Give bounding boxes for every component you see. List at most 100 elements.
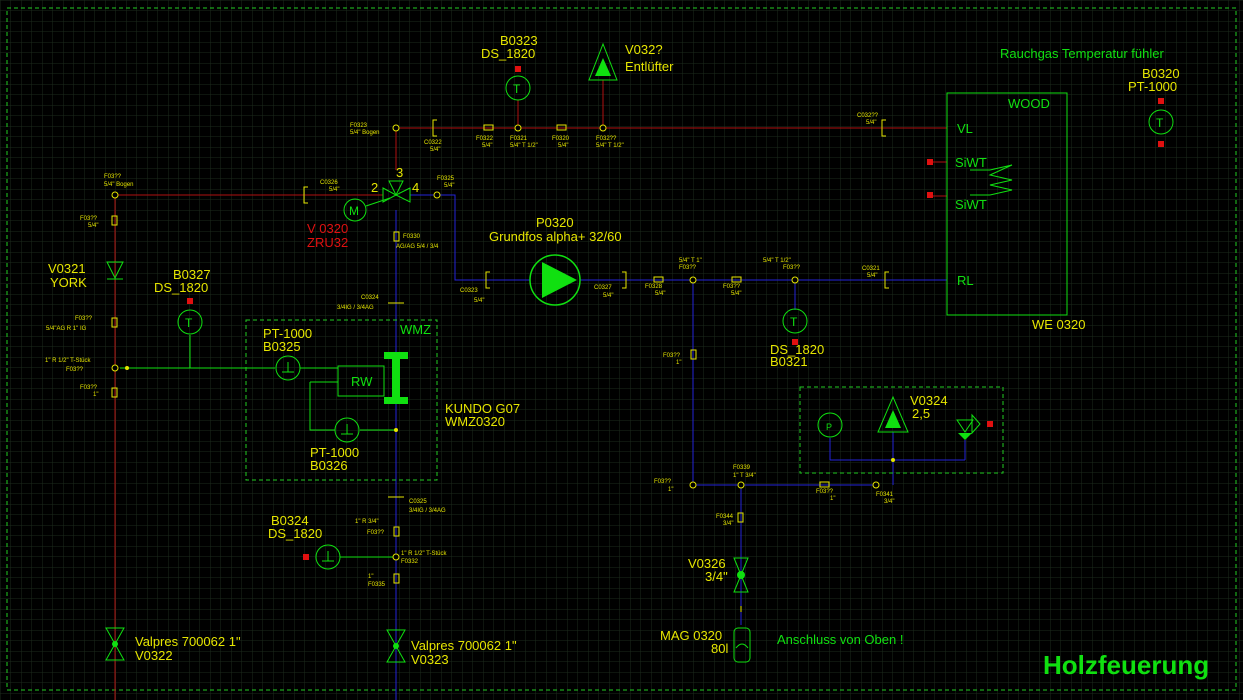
svg-text:C0324: C0324 — [361, 295, 379, 301]
svg-text:F03??: F03?? — [80, 216, 98, 222]
svg-text:F03??: F03?? — [783, 265, 801, 271]
vent-v032q[interactable]: V032? Entlüfter — [588, 42, 674, 81]
valpres-valve-v0323[interactable]: Valpres 700062 1" V0323 — [386, 629, 517, 667]
svg-text:3/4IG / 3/4AG: 3/4IG / 3/4AG — [409, 508, 446, 514]
svg-text:F03??: F03?? — [367, 530, 385, 536]
svg-text:F0341: F0341 — [876, 492, 894, 498]
check-valve-v0321[interactable]: V0321 YORK — [48, 261, 124, 290]
sensor-code: B0320 — [1142, 66, 1180, 81]
pump-type: Grundfos alpha+ 32/60 — [489, 229, 622, 244]
svg-text:5/4": 5/4" — [867, 273, 877, 279]
safety-gauge: P — [826, 422, 832, 432]
svg-text:C032??: C032?? — [857, 113, 879, 119]
svg-text:C0321: C0321 — [862, 266, 880, 272]
sensor-type: DS_1820 — [481, 46, 535, 61]
heat-meter-rw: RW — [351, 374, 373, 389]
svg-text:5/4": 5/4" — [482, 143, 492, 149]
drain-valve-v0326[interactable]: V0326 3/4" — [688, 556, 749, 593]
sensor-b0326[interactable]: PT-1000 B0326 — [310, 417, 360, 473]
drain-valve-size: 3/4" — [705, 569, 728, 584]
vent-code: V032? — [625, 42, 663, 57]
svg-text:F03??: F03?? — [663, 353, 681, 359]
sensor-b0320[interactable]: T B0320 PT-1000 — [1128, 66, 1180, 147]
svg-text:F032??: F032?? — [596, 136, 617, 142]
sensor-code: B0323 — [500, 33, 538, 48]
svg-text:5/4": 5/4" — [329, 187, 339, 193]
svg-text:F03??: F03?? — [654, 479, 672, 485]
svg-text:1" T 3/4": 1" T 3/4" — [733, 473, 756, 479]
junction-dot — [394, 428, 398, 432]
drain-valve-code: V0326 — [688, 556, 726, 571]
svg-text:1": 1" — [676, 360, 681, 366]
safety-code: V0324 — [910, 393, 948, 408]
sensor-b0325[interactable]: PT-1000 B0325 — [263, 326, 312, 381]
safety-group-v0324[interactable]: P V0324 2,5 — [817, 393, 993, 462]
svg-text:5/4": 5/4" — [603, 293, 613, 299]
svg-text:F03??: F03?? — [723, 284, 741, 290]
svg-text:5/4" T 1/2": 5/4" T 1/2" — [596, 143, 624, 149]
expansion-volume: 80l — [711, 641, 728, 656]
pump-p0320[interactable]: P0320 Grundfos alpha+ 32/60 — [489, 215, 622, 306]
svg-text:1": 1" — [668, 487, 673, 493]
siwt-port-bottom — [927, 192, 933, 198]
svg-text:F0330: F0330 — [403, 234, 421, 240]
svg-text:5/4" T 1": 5/4" T 1" — [679, 258, 702, 264]
sensor-code: B0327 — [173, 267, 211, 282]
sensor-code: B0324 — [271, 513, 309, 528]
sensor-glyph: T — [513, 82, 521, 96]
svg-text:5/4": 5/4" — [474, 298, 484, 304]
svg-text:F0320: F0320 — [552, 136, 570, 142]
fitting-markers — [111, 119, 889, 612]
svg-text:5/4": 5/4" — [866, 120, 876, 126]
svg-text:5/4": 5/4" — [444, 183, 454, 189]
mounting-note: Anschluss von Oben ! — [777, 632, 903, 647]
svg-text:F03??: F03?? — [80, 385, 98, 391]
junction-dot — [125, 366, 129, 370]
valpres-valve-v0322[interactable]: Valpres 700062 1" V0322 — [105, 627, 241, 663]
tee-markers — [111, 124, 880, 561]
heat-meter-type: KUNDO G07 — [445, 401, 520, 416]
sensor-glyph: T — [1156, 116, 1164, 130]
sensor-b0321[interactable]: T DS_1820 B0321 — [770, 308, 824, 369]
return-pipes — [395, 194, 966, 700]
svg-text:5/4" T 1/2": 5/4" T 1/2" — [510, 143, 538, 149]
drawing-title: Holzfeuerung — [1043, 650, 1209, 680]
pump-code: P0320 — [536, 215, 574, 230]
svg-text:5/4" T 1/2": 5/4" T 1/2" — [763, 258, 791, 264]
sensor-code: B0325 — [263, 339, 301, 354]
svg-text:5/4": 5/4" — [430, 147, 440, 153]
sensor-b0324[interactable]: B0324 DS_1820 — [268, 513, 341, 570]
sensor-b0327[interactable]: T B0327 DS_1820 — [154, 267, 211, 335]
mixer-type: ZRU32 — [307, 235, 348, 250]
sensor-type: DS_1820 — [770, 342, 824, 357]
mixer-valve-v0320[interactable]: M 2 3 4 V 0320 ZRU32 — [307, 165, 419, 250]
svg-text:C0326: C0326 — [320, 180, 338, 186]
svg-text:1": 1" — [93, 392, 98, 398]
svg-text:F03??: F03?? — [66, 367, 84, 373]
svg-text:C0327: C0327 — [594, 285, 612, 291]
svg-text:F0322: F0322 — [476, 136, 494, 142]
boiler-siwt-1: SiWT — [955, 155, 987, 170]
sensor-type: DS_1820 — [154, 280, 208, 295]
mixer-port-4: 4 — [412, 180, 419, 195]
heat-meter-wmz0320[interactable]: RW WMZ KUNDO G07 WMZ0320 — [337, 322, 520, 429]
svg-text:AG/AG 5/4 / 3/4: AG/AG 5/4 / 3/4 — [396, 244, 439, 250]
svg-text:F0325: F0325 — [437, 176, 455, 182]
check-valve-type: YORK — [50, 275, 87, 290]
svg-text:C0323: C0323 — [460, 288, 478, 294]
boiler-we0320[interactable]: WOOD VL SiWT SiWT RL WE 0320 — [927, 92, 1085, 332]
boiler-body — [946, 92, 1068, 316]
heat-meter-code: WMZ — [400, 322, 431, 337]
boiler-vl: VL — [957, 121, 973, 136]
expansion-vessel-mag0320[interactable]: MAG 0320 80l — [660, 627, 751, 663]
svg-text:F03??: F03?? — [75, 316, 93, 322]
sensor-b0323[interactable]: T B0323 DS_1820 — [481, 33, 538, 101]
sensor-type: PT-1000 — [310, 445, 359, 460]
svg-text:1": 1" — [368, 574, 373, 580]
check-valve-code: V0321 — [48, 261, 86, 276]
heat-meter-id: WMZ0320 — [445, 414, 505, 429]
sensor-code: B0326 — [310, 458, 348, 473]
svg-text:F0339: F0339 — [733, 465, 751, 471]
